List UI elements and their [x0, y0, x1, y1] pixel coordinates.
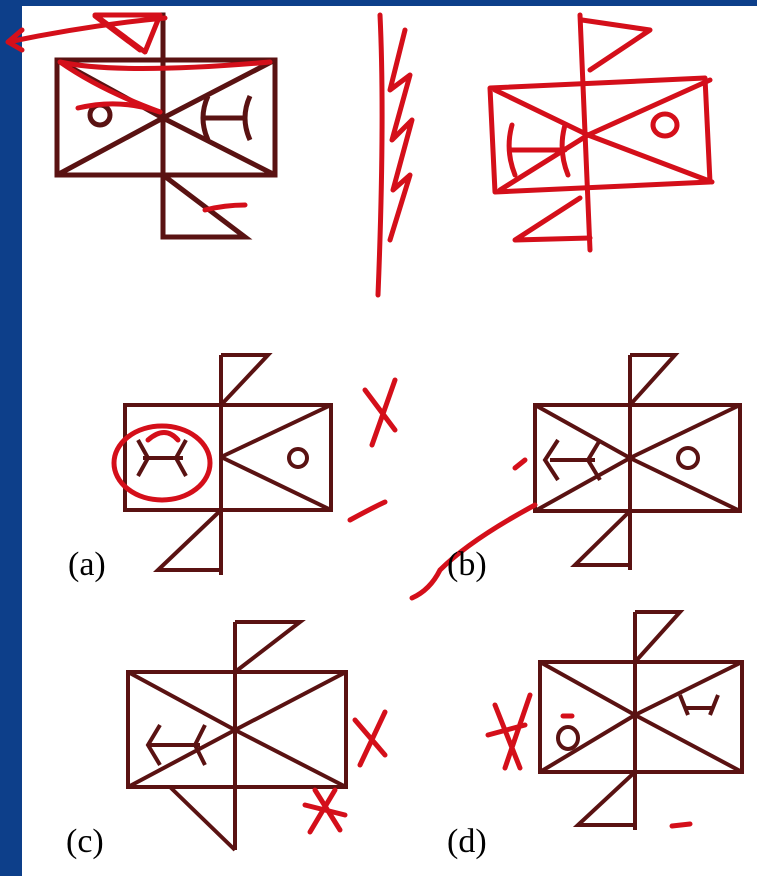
- sketch-bracket-symbol: [506, 122, 571, 178]
- cross-mark: [302, 787, 348, 835]
- circle-mark: [111, 423, 213, 503]
- dash-mark: [202, 202, 248, 213]
- option-a-annotations: [111, 377, 398, 523]
- sketch-circle-symbol: [650, 111, 680, 139]
- option-a-figure[interactable]: [123, 353, 333, 575]
- slide-top-border: [0, 0, 757, 6]
- option-d-figure[interactable]: [538, 610, 744, 830]
- cross-mark: [362, 377, 398, 448]
- question-annotations: [5, 12, 415, 298]
- option-a-label[interactable]: (a): [68, 546, 106, 583]
- option-c-figure[interactable]: [126, 620, 348, 852]
- option-d-label[interactable]: (d): [447, 823, 487, 860]
- divider-scribble: [375, 12, 415, 298]
- option-b-figure[interactable]: [533, 353, 742, 570]
- option-b-annotations: [409, 457, 538, 601]
- option-c-label[interactable]: (c): [66, 823, 104, 860]
- cross-mark: [352, 709, 388, 768]
- dash-mark: [669, 821, 693, 829]
- answer-sketch: [487, 12, 715, 253]
- strike-line: [409, 502, 538, 601]
- dash-mark: [347, 499, 388, 523]
- question-circle-symbol: [87, 102, 113, 128]
- slide-left-border: [0, 0, 22, 876]
- option-a-symbol: [136, 439, 188, 477]
- arrow-mark: [5, 15, 168, 53]
- option-c-annotations: [302, 709, 388, 835]
- option-d-annotations: [485, 692, 693, 829]
- question-bracket-symbol: [200, 94, 253, 142]
- option-b-label[interactable]: (b): [447, 546, 487, 583]
- top-triangle-highlight: [92, 12, 163, 55]
- cross-mark: [485, 692, 533, 771]
